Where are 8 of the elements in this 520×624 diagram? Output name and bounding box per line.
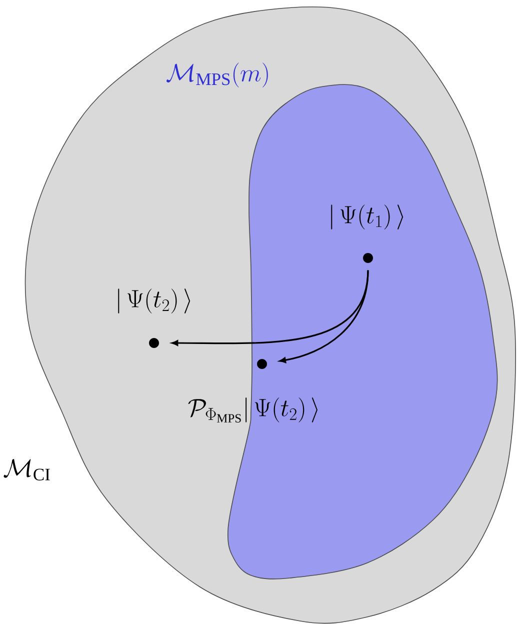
dot	[363, 253, 373, 263]
region-label: $\mathcal{M}_{\mathrm{CI}}$	[4, 459, 50, 480]
state-label: $\vert\, \Psi(t_1)\, \rangle$	[331, 204, 404, 230]
curved-arrow	[279, 270, 369, 363]
dot	[149, 338, 159, 348]
dot	[257, 359, 267, 369]
region-label: $\mathcal{M}_{\mathrm{MPS}}(m)$	[166, 62, 268, 88]
state-label: $\vert\, \Psi(t_2)\, \rangle$	[118, 288, 190, 314]
